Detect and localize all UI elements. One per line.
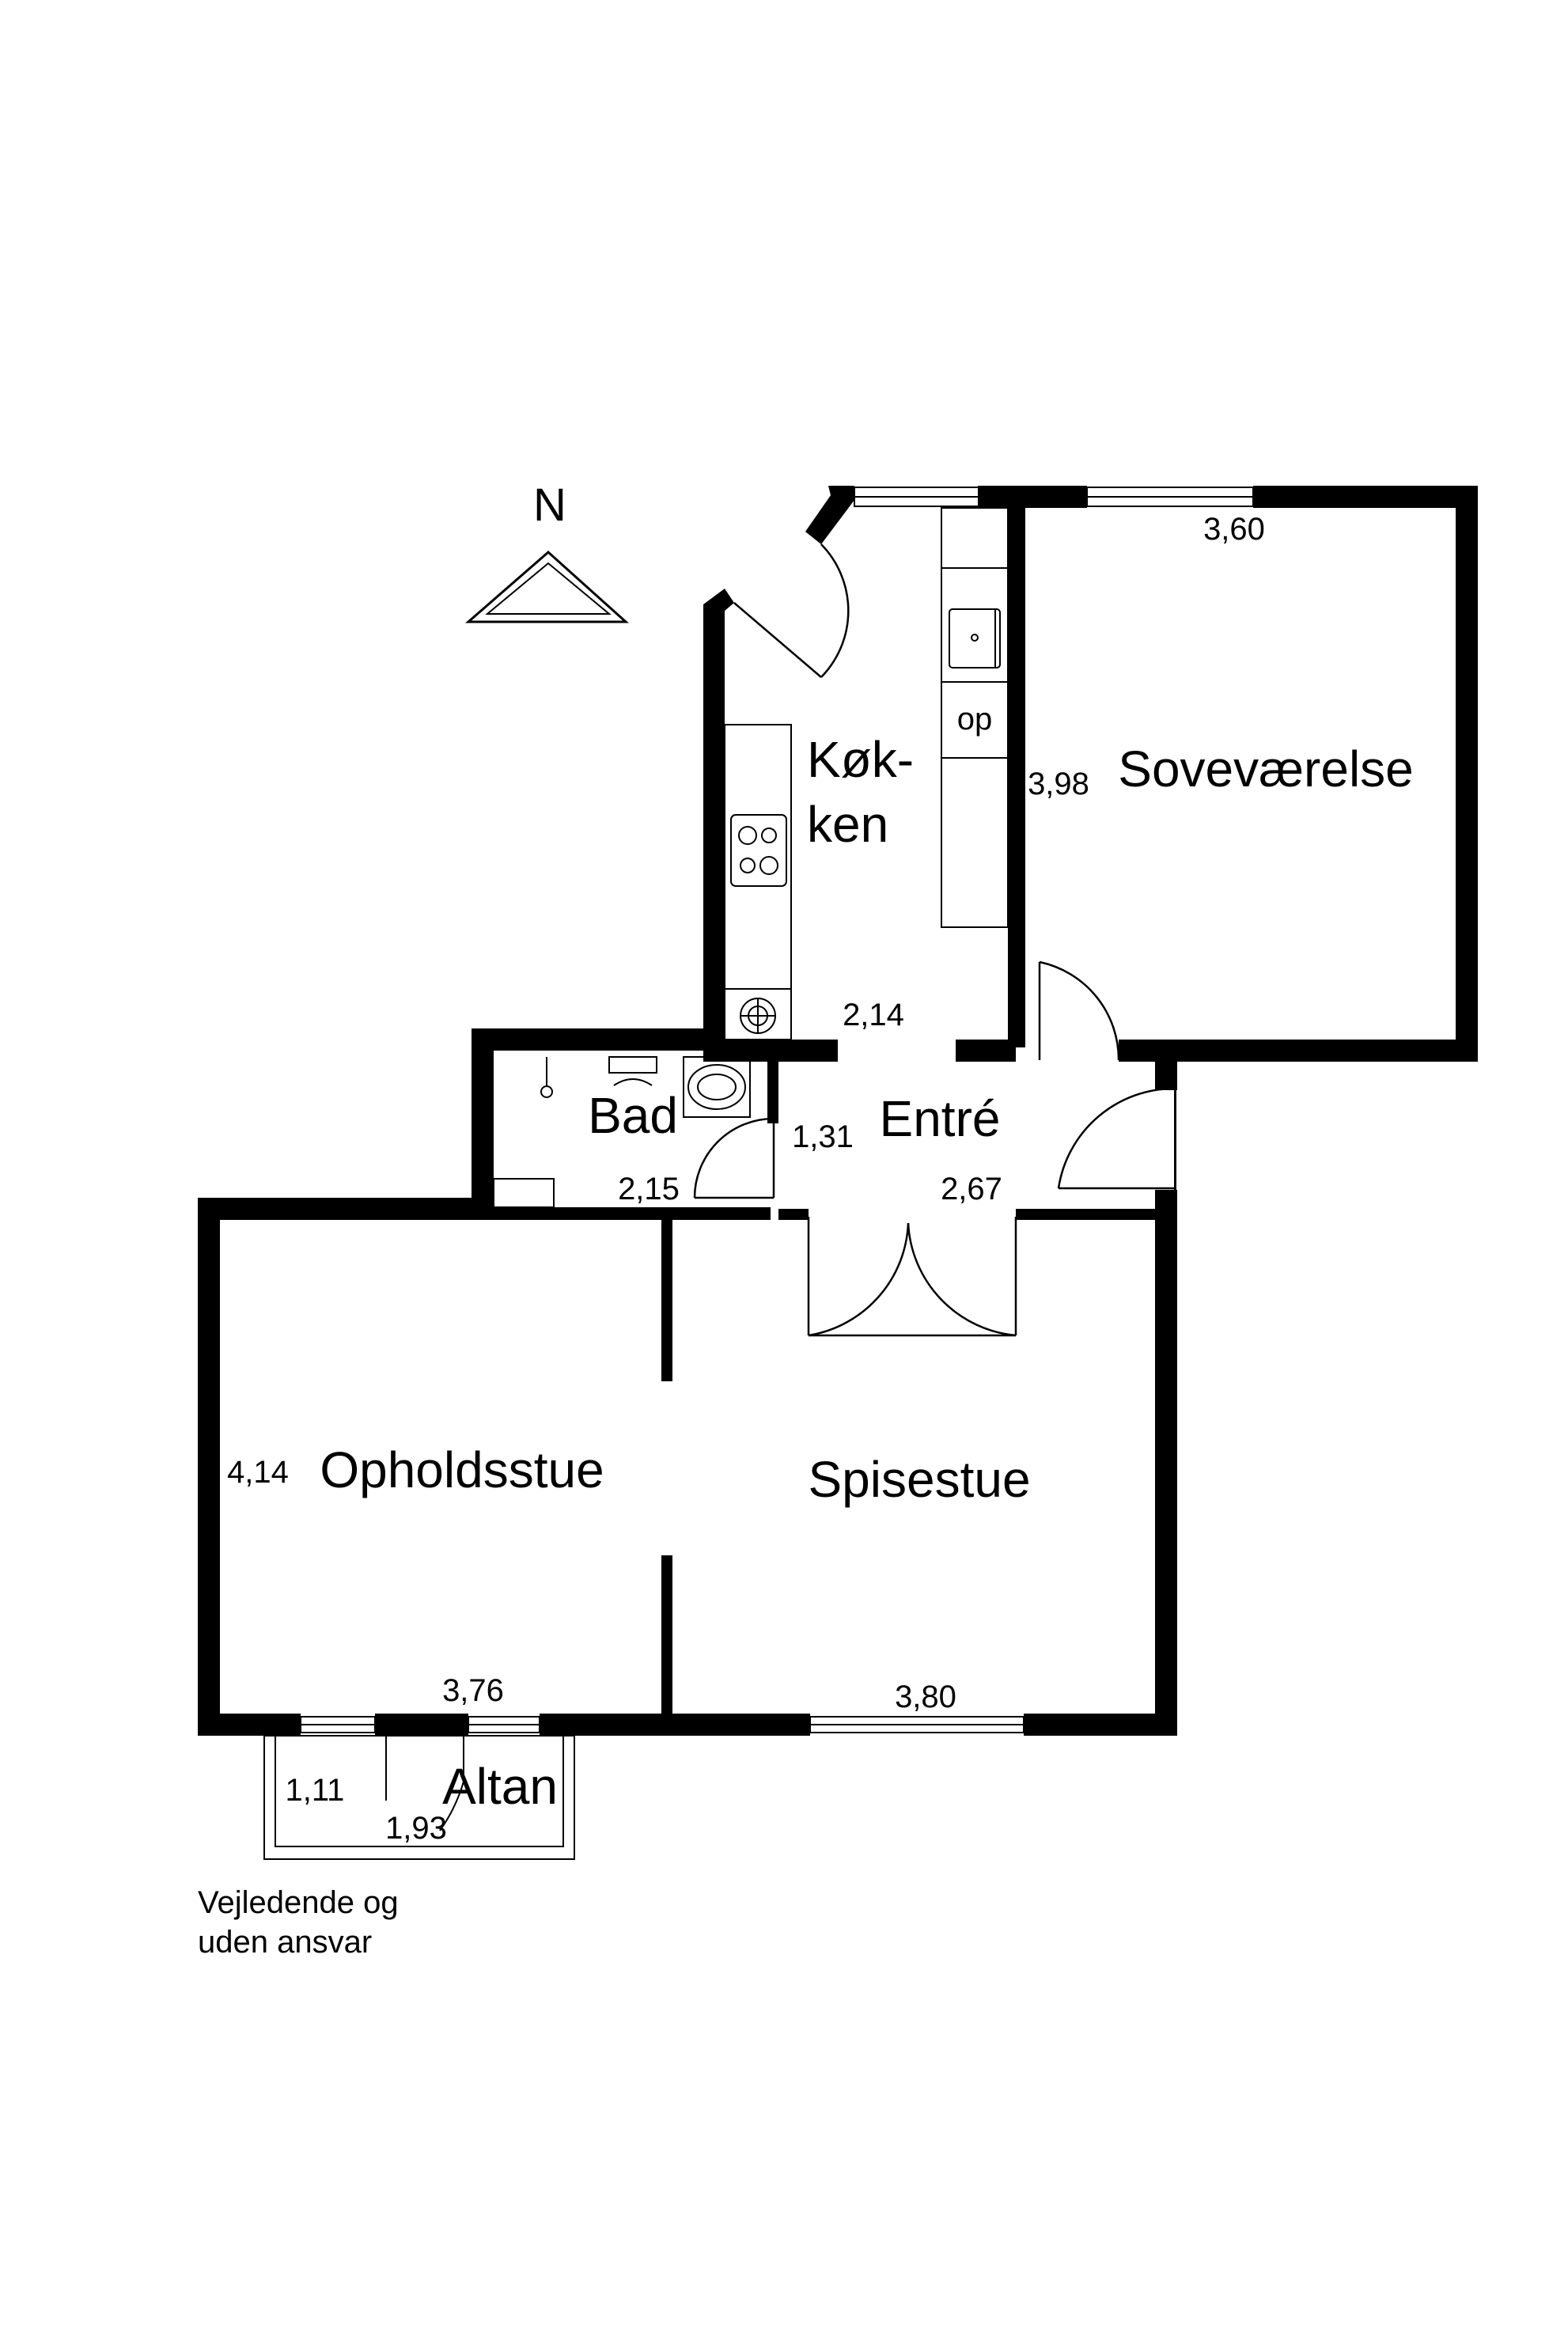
washbasin-icon (683, 1056, 751, 1118)
balcony-outline (263, 1735, 575, 1860)
living-dining-walls (198, 1198, 1177, 1736)
shower-icon (540, 1057, 553, 1098)
living-depth-dim: 4,14 (227, 1455, 289, 1490)
sink-icon (949, 608, 1001, 668)
bedroom-walls (978, 486, 1478, 1062)
kitchen-walls (703, 486, 1022, 1062)
balcony-depth-dim: 1,11 (286, 1773, 345, 1808)
entry-side-door (1057, 1087, 1176, 1190)
entry-walls (1155, 1060, 1177, 1220)
bedroom-depth-dim: 3,98 (1028, 767, 1089, 801)
ventilation-icon (740, 998, 776, 1034)
entry-depth-dim: 1,31 (792, 1119, 854, 1154)
bedroom-window (1086, 487, 1254, 507)
bath-walls (472, 1028, 778, 1220)
entry-width-dim: 2,67 (941, 1172, 1002, 1206)
bath-width-dim: 2,15 (618, 1172, 680, 1206)
kitchen-counter-left (724, 724, 792, 1040)
kitchen-door (733, 543, 850, 678)
bath-door (693, 1117, 775, 1199)
balcony-label: Altan (442, 1758, 558, 1815)
north-arrow-icon (464, 550, 629, 623)
disclaimer-line1: Vejledende og (198, 1885, 399, 1920)
balcony-width-dim: 1,93 (385, 1811, 447, 1846)
bedroom-door (1038, 960, 1120, 1061)
kitchen-width-dim: 2,14 (843, 998, 904, 1032)
bath-cabinet (493, 1178, 555, 1208)
kitchen-label-line1: Køk- (807, 731, 914, 788)
toilet-icon (608, 1056, 657, 1086)
living-windows (300, 1716, 540, 1733)
bedroom-label: Soveværelse (1118, 740, 1414, 797)
kitchen-label-line2: ken (807, 796, 888, 853)
dining-double-door (778, 1209, 1155, 1337)
dining-window (809, 1716, 1025, 1733)
bath-label: Bad (588, 1087, 678, 1144)
living-label: Opholdsstue (320, 1441, 604, 1498)
entry-label: Entré (880, 1090, 1001, 1147)
disclaimer-line2: uden ansvar (198, 1925, 372, 1960)
dining-width-dim: 3,80 (895, 1680, 956, 1714)
kitchen-window (854, 487, 990, 507)
bedroom-width-dim: 3,60 (1203, 512, 1265, 547)
stove-icon (730, 814, 787, 887)
dining-label: Spisestue (808, 1451, 1030, 1508)
living-width-dim: 3,76 (442, 1673, 504, 1708)
north-label: N (533, 479, 566, 531)
cupboard-label: op (957, 702, 993, 737)
